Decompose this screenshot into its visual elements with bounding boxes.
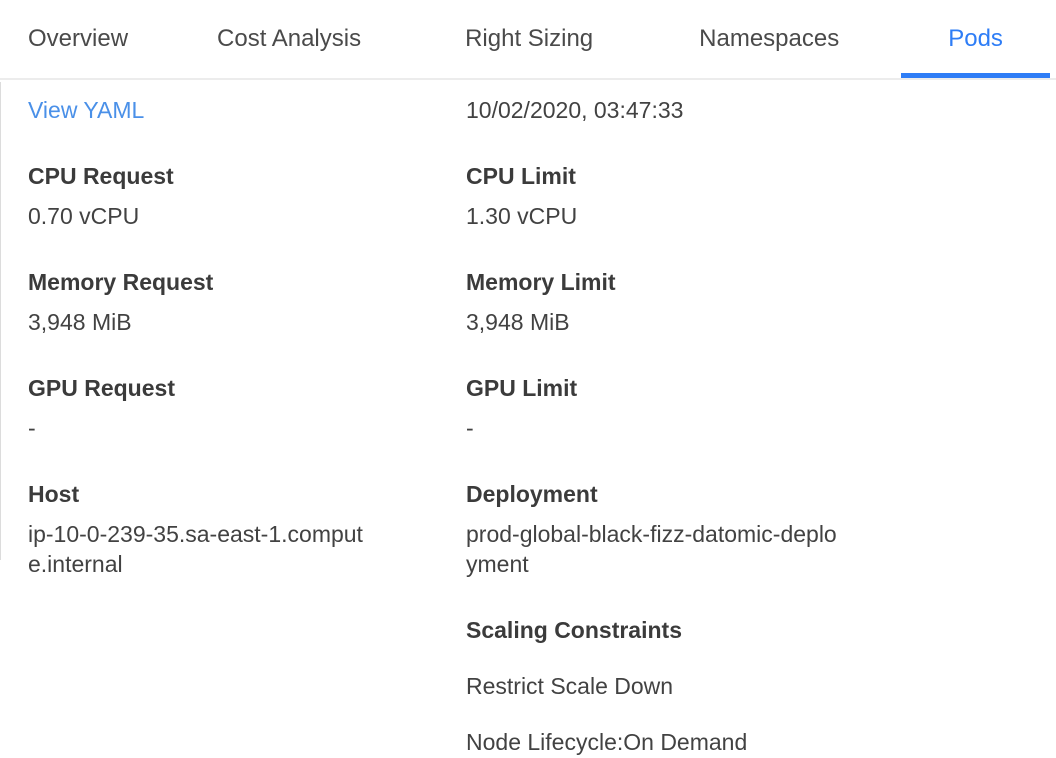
detail-column-left: View YAML CPU Request 0.70 vCPU Memory R… (28, 95, 466, 757)
field-gpu-request: GPU Request - (28, 373, 175, 443)
host-link[interactable]: ip-10-0-239-35.sa-east-1.compute.interna… (28, 521, 363, 577)
field-deployment: Deployment prod-global-black-fizz-datomi… (466, 479, 842, 579)
cpu-request-label: CPU Request (28, 163, 174, 189)
tab-pods[interactable]: Pods (901, 0, 1050, 78)
field-gpu-limit: GPU Limit - (466, 373, 577, 443)
field-cpu-request: CPU Request 0.70 vCPU (28, 161, 174, 231)
cpu-limit-value: 1.30 vCPU (466, 203, 578, 229)
field-host: Host ip-10-0-239-35.sa-east-1.compute.in… (28, 479, 380, 579)
deployment-link[interactable]: prod-global-black-fizz-datomic-deploymen… (466, 521, 837, 577)
tab-namespaces[interactable]: Namespaces (699, 25, 840, 52)
tab-right-sizing[interactable]: Right Sizing (465, 25, 594, 52)
field-memory-limit: Memory Limit 3,948 MiB (466, 267, 616, 337)
scaling-constraint-node-lifecycle: Node Lifecycle:On Demand (466, 729, 748, 755)
scaling-constraint-restrict-scale-down: Restrict Scale Down (466, 673, 674, 699)
gpu-limit-value: - (466, 415, 474, 441)
view-yaml-link[interactable]: View YAML (28, 97, 145, 123)
gpu-request-label: GPU Request (28, 375, 175, 401)
gpu-limit-label: GPU Limit (466, 375, 578, 401)
detail-column-right: 10/02/2020, 03:47:33 CPU Limit 1.30 vCPU… (466, 95, 1028, 757)
tab-bar: Overview Cost Analysis Right Sizing Name… (0, 0, 1056, 80)
gpu-request-value: - (28, 415, 36, 441)
deployment-label: Deployment (466, 481, 598, 507)
field-memory-request: Memory Request 3,948 MiB (28, 267, 213, 337)
memory-request-value: 3,948 MiB (28, 309, 132, 335)
tab-overview[interactable]: Overview (28, 25, 129, 52)
cpu-limit-label: CPU Limit (466, 163, 576, 189)
memory-request-label: Memory Request (28, 269, 214, 295)
memory-limit-value: 3,948 MiB (466, 309, 570, 335)
pod-detail-panel: View YAML CPU Request 0.70 vCPU Memory R… (0, 80, 1056, 758)
creation-timestamp: 10/02/2020, 03:47:33 (466, 97, 684, 123)
field-cpu-limit: CPU Limit 1.30 vCPU (466, 161, 577, 231)
memory-limit-label: Memory Limit (466, 269, 616, 295)
scaling-constraints-title: Scaling Constraints (466, 617, 682, 643)
host-label: Host (28, 481, 80, 507)
cpu-request-value: 0.70 vCPU (28, 203, 140, 229)
panel-left-border (0, 82, 1, 560)
tab-cost-analysis[interactable]: Cost Analysis (217, 25, 362, 52)
